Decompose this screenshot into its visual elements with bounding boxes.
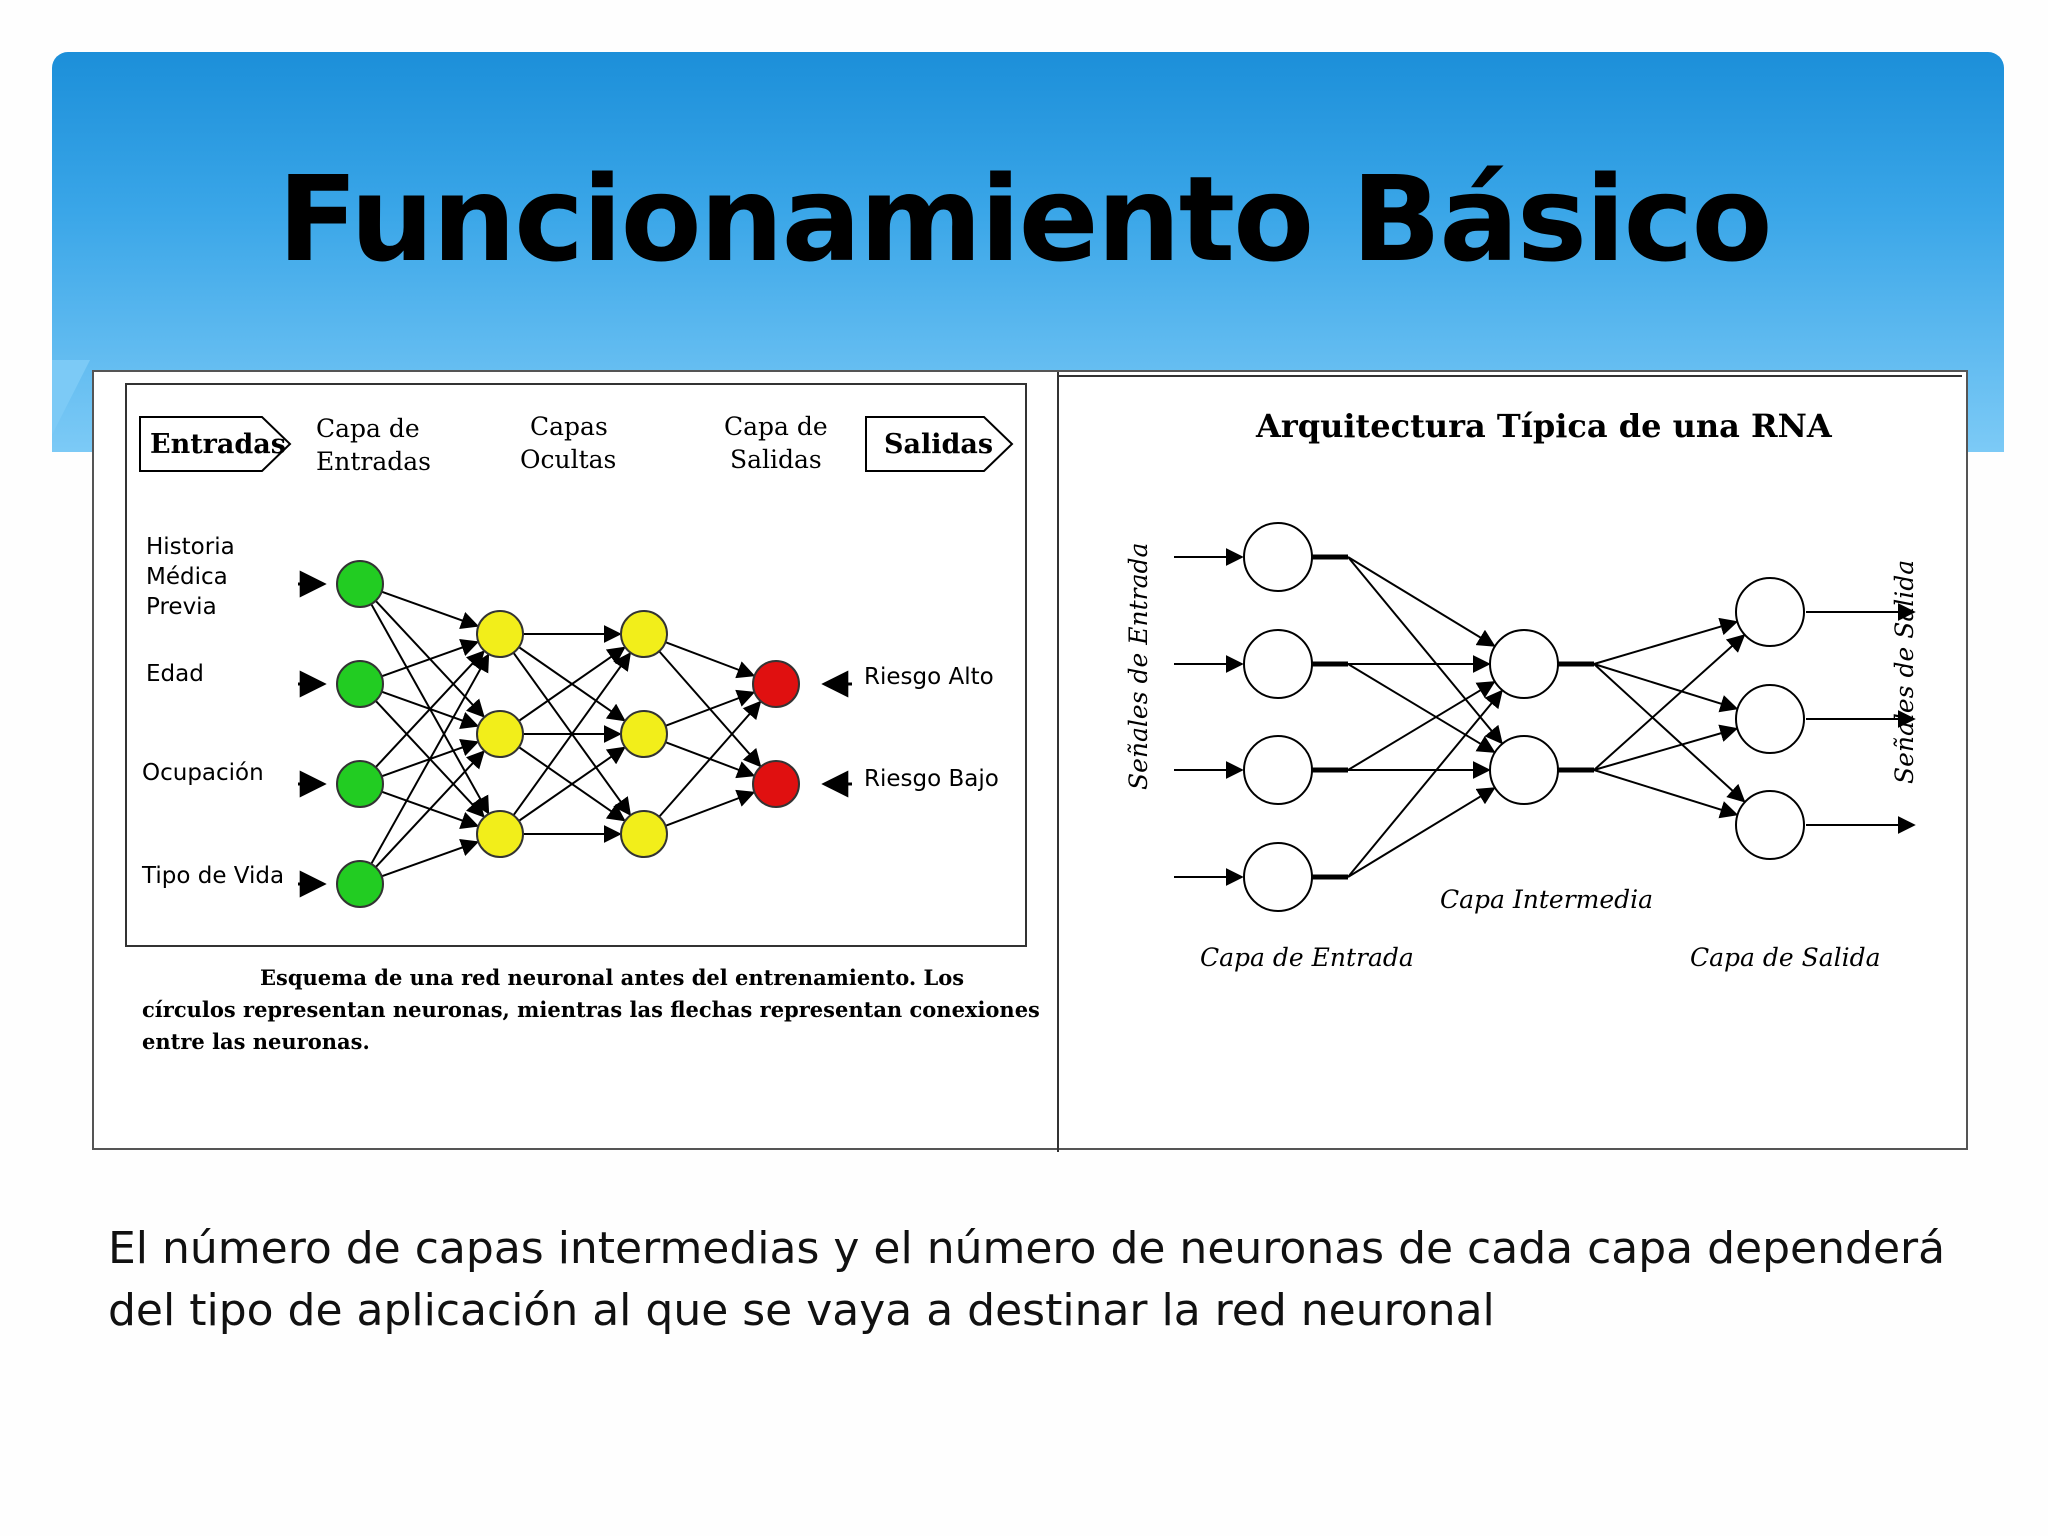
banner-fold [52, 360, 90, 435]
neuron [1243, 735, 1313, 805]
connection-arrow [374, 650, 485, 768]
output-label-riesgo-alto: Riesgo Alto [864, 664, 994, 690]
neuron [1735, 684, 1805, 754]
capa-entradas-label-2: Entradas [316, 447, 431, 476]
input-neuron [336, 760, 384, 808]
left-caption-line-1: Esquema de una red neuronal antes del en… [260, 965, 964, 990]
input-neuron [336, 660, 384, 708]
connection-arrow [1593, 634, 1746, 771]
right-diagram-title: Arquitectura Típica de una RNA [1255, 407, 1833, 445]
connection-arrow [665, 641, 756, 679]
input-neuron [336, 560, 384, 608]
left-diagram-frame [125, 383, 1027, 947]
left-network [298, 560, 852, 908]
neural-network-figure: Entradas Salidas Capa de Entradas Capas … [125, 372, 1962, 1152]
connection-arrow [665, 789, 756, 827]
output-label-riesgo-bajo: Riesgo Bajo [864, 766, 999, 792]
input-label-historia-1: Historia [146, 534, 235, 560]
connection-arrow [1593, 663, 1739, 713]
connection-arrow [1347, 787, 1496, 878]
connection-arrow [512, 652, 632, 816]
connection-arrow [518, 746, 626, 822]
output-neuron [752, 760, 800, 808]
slide-title: Funcionamiento Básico [277, 150, 1772, 288]
connection-arrow [381, 590, 480, 629]
capa-entradas-label-1: Capa de [316, 414, 420, 443]
output-neuron [752, 660, 800, 708]
connection-arrow [1593, 663, 1746, 803]
connection-arrow [370, 653, 490, 865]
right-network [1174, 522, 1916, 912]
connection-arrow [1593, 724, 1739, 771]
connection-arrow [1347, 681, 1496, 771]
connection-arrow [658, 700, 762, 818]
hidden-neuron [476, 710, 524, 758]
senales-salida-label: Señales de Salida [1890, 560, 1919, 784]
connection-arrow [1347, 556, 1503, 745]
hidden-neuron [620, 710, 668, 758]
connection-arrow [1593, 769, 1739, 819]
connection-arrow [1593, 617, 1739, 665]
connection-arrow [1347, 663, 1496, 753]
left-caption-line-3: entre las neuronas. [142, 1029, 370, 1054]
left-caption-line-2: círculos representan neuronas, mientras … [142, 997, 1040, 1022]
entradas-arrow-box [139, 416, 292, 472]
capa-salidas-label-1: Capa de [724, 412, 828, 441]
capa-salida-label: Capa de Salida [1690, 943, 1881, 972]
neuron [1243, 629, 1313, 699]
input-label-tipo-vida: Tipo de Vida [141, 863, 284, 889]
capa-intermedia-label: Capa Intermedia [1440, 885, 1653, 914]
connection-arrow [1347, 689, 1503, 878]
hidden-neuron [620, 810, 668, 858]
hidden-neuron [620, 610, 668, 658]
connection-arrow [518, 646, 626, 722]
capas-ocultas-label-1: Capas [530, 412, 608, 441]
figure-panel: Entradas Salidas Capa de Entradas Capas … [92, 370, 1968, 1152]
salidas-label: Salidas [884, 429, 993, 460]
neuron [1735, 790, 1805, 860]
neuron [1735, 577, 1805, 647]
neuron [1243, 522, 1313, 592]
connection-arrow [665, 689, 756, 727]
neuron [1489, 735, 1559, 805]
capa-salidas-label-2: Salidas [730, 445, 822, 474]
connection-arrow [374, 750, 485, 868]
senales-entrada-label: Señales de Entrada [1124, 543, 1153, 790]
input-label-ocupacion: Ocupación [142, 760, 264, 786]
input-neuron [336, 860, 384, 908]
neuron [1243, 842, 1313, 912]
slide-caption: El número de capas intermedias y el núme… [108, 1223, 1946, 1336]
connection-arrow [381, 839, 480, 878]
hidden-neuron [476, 610, 524, 658]
entradas-label: Entradas [150, 429, 286, 460]
input-label-historia-3: Previa [146, 594, 217, 620]
capa-entrada-label: Capa de Entrada [1200, 943, 1414, 972]
hidden-neuron [476, 810, 524, 858]
connection-arrow [381, 639, 480, 678]
neuron [1489, 629, 1559, 699]
capas-ocultas-label-2: Ocultas [520, 445, 616, 474]
salidas-arrow-box [865, 416, 1014, 472]
input-label-historia-2: Médica [146, 564, 228, 590]
connection-arrow [1347, 556, 1496, 647]
input-label-edad: Edad [146, 661, 204, 687]
